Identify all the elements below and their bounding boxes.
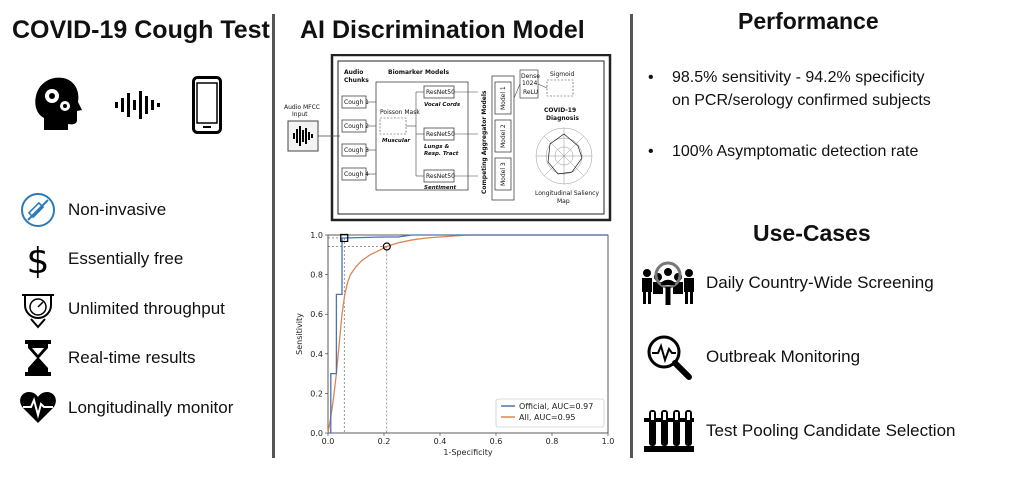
roc-chart: 0.0 0.2 0.4 0.6 0.8 1.0 0.0 0.2 0.4 0.6 0.8 1.0 1-Sp… bbox=[295, 231, 615, 457]
cough-chunks bbox=[341, 95, 367, 181]
chunks-header-1: Audio bbox=[344, 69, 363, 76]
perf-bullet-1-line-1: 98.5% sensitivity - 94.2% specificity bbox=[672, 69, 925, 86]
feature-label: Longitudinally monitor bbox=[68, 398, 234, 417]
outbreak-magnifier-icon bbox=[640, 332, 698, 382]
biomarker-header: Biomarker Models bbox=[388, 69, 449, 76]
feature-longitudinally-monitor: Longitudinally monitor bbox=[18, 388, 233, 428]
legend-label: All, AUC=0.95 bbox=[519, 413, 575, 422]
y-tick-label: 0.8 bbox=[310, 271, 323, 280]
y-tick-label: 0.4 bbox=[310, 350, 323, 359]
usecase-pooling: Test Pooling Candidate Selection bbox=[640, 406, 956, 456]
throughput-gauge-icon bbox=[18, 289, 58, 329]
cough-4: Cough 4 bbox=[344, 171, 369, 178]
feature-label: Essentially free bbox=[68, 249, 184, 268]
usecase-label: Daily Country-Wide Screening bbox=[706, 273, 934, 292]
hourglass-icon bbox=[18, 338, 58, 378]
performance-title: Performance bbox=[738, 8, 879, 34]
y-axis-label: Sensitivity bbox=[295, 313, 304, 355]
cough-3: Cough 3 bbox=[344, 147, 369, 154]
diagnosis-1: COVID-19 bbox=[544, 107, 576, 114]
model-3: Model 3 bbox=[500, 162, 507, 186]
model-1: Model 1 bbox=[500, 86, 507, 110]
biomarker-sentiment: Sentiment bbox=[424, 185, 456, 191]
feature-non-invasive: Non-invasive bbox=[18, 190, 166, 230]
bullet-dot: • bbox=[648, 69, 654, 86]
crowd-screening-icon bbox=[640, 258, 698, 308]
test-tubes-icon bbox=[640, 406, 698, 456]
perf-bullet-2-line-1: 100% Asymptomatic detection rate bbox=[672, 143, 919, 160]
x-tick-label: 0.6 bbox=[490, 437, 503, 446]
left-divider bbox=[272, 14, 275, 458]
chunks-header-2: Chunks bbox=[344, 77, 369, 84]
poisson-label: Poisson Mask bbox=[380, 109, 420, 116]
relu-label: ReLU bbox=[523, 89, 538, 96]
usecase-outbreak: Outbreak Monitoring bbox=[640, 332, 860, 382]
muscular-label: Muscular bbox=[382, 138, 410, 144]
x-tick-label: 0.0 bbox=[322, 437, 335, 446]
architecture-diagram: Audio MFCC Input Audio Chunks Cough 1 Co… bbox=[284, 54, 612, 222]
dense-label-2: 1024 bbox=[522, 80, 537, 87]
resnet-2: ResNet50 bbox=[426, 131, 455, 138]
usecase-label: Test Pooling Candidate Selection bbox=[706, 421, 956, 440]
sigmoid-label: Sigmoid bbox=[550, 71, 574, 78]
dollar-icon: $ bbox=[18, 239, 58, 279]
feature-essentially-free: $ Essentially free bbox=[18, 239, 184, 279]
feature-unlimited-throughput: Unlimited throughput bbox=[18, 289, 225, 329]
model-2: Model 2 bbox=[500, 124, 507, 148]
y-tick-label: 0.6 bbox=[310, 310, 323, 319]
diagnosis-2: Diagnosis bbox=[546, 115, 579, 122]
feature-real-time-results: Real-time results bbox=[18, 338, 196, 378]
audio-wave-icon bbox=[114, 90, 160, 120]
x-axis-label: 1-Specificity bbox=[443, 448, 492, 457]
biomarker-lungs: Lungs & bbox=[424, 144, 449, 150]
saliency-label-1: Longitudinal Saliency bbox=[535, 190, 599, 197]
head-gears-icon bbox=[32, 74, 82, 132]
operating-point-square bbox=[340, 233, 349, 243]
left-title: COVID-19 Cough Test bbox=[12, 16, 270, 44]
x-tick-label: 0.2 bbox=[378, 437, 391, 446]
heart-pulse-icon bbox=[18, 388, 58, 428]
audio-input-waveform bbox=[293, 126, 313, 146]
legend-box bbox=[495, 398, 605, 428]
perf-bullet-1-line-2: on PCR/serology confirmed subjects bbox=[672, 92, 931, 109]
bullet-dot: • bbox=[648, 143, 654, 160]
usecases-title: Use-Cases bbox=[753, 220, 871, 246]
middle-title: AI Discrimination Model bbox=[300, 16, 585, 44]
x-tick-label: 1.0 bbox=[602, 437, 615, 446]
feature-label: Real-time results bbox=[68, 348, 196, 367]
biomarker-vocal: Vocal Cords bbox=[424, 102, 461, 108]
x-tick-label: 0.4 bbox=[434, 437, 447, 446]
saliency-map bbox=[535, 127, 593, 185]
feature-label: Unlimited throughput bbox=[68, 299, 225, 318]
legend-label: Official, AUC=0.97 bbox=[519, 402, 593, 411]
resnet-1: ResNet50 bbox=[426, 89, 455, 96]
cough-2: Cough 2 bbox=[344, 123, 369, 130]
resnet-3: ResNet50 bbox=[426, 173, 455, 180]
biomarker-resp: Resp. Tract bbox=[424, 151, 459, 157]
operating-point-circle bbox=[382, 242, 391, 251]
y-tick-label: 0.0 bbox=[310, 429, 323, 438]
feature-label: Non-invasive bbox=[68, 200, 167, 219]
saliency-label-2: Map bbox=[557, 198, 570, 205]
y-tick-label: 0.2 bbox=[310, 389, 323, 398]
input-label-2: Input bbox=[292, 111, 308, 118]
aggregator-label: Competing Aggregator Models bbox=[481, 90, 488, 194]
cough-1: Cough 1 bbox=[344, 99, 369, 106]
svg-text:$: $ bbox=[27, 241, 50, 278]
smartphone-icon bbox=[192, 76, 222, 134]
usecase-label: Outbreak Monitoring bbox=[706, 347, 861, 366]
right-divider bbox=[630, 14, 633, 458]
roc-series-0 bbox=[328, 234, 608, 434]
syringe-crossed-icon bbox=[18, 190, 58, 230]
usecase-screening: Daily Country-Wide Screening bbox=[640, 258, 934, 308]
x-tick-label: 0.8 bbox=[546, 437, 559, 446]
dense-label-1: Dense bbox=[521, 73, 540, 80]
input-label-1: Audio MFCC bbox=[284, 104, 320, 111]
y-tick-label: 1.0 bbox=[310, 231, 323, 240]
